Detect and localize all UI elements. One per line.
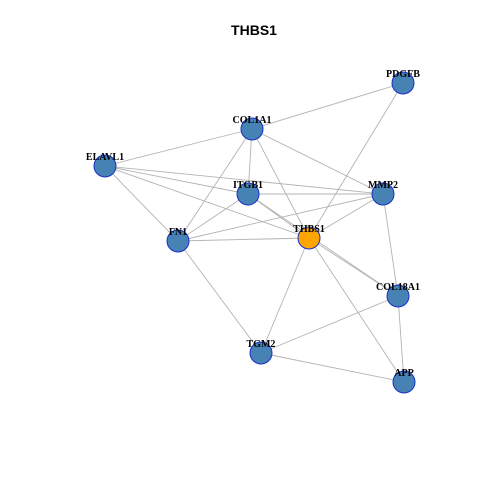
node-fn1 — [166, 229, 190, 253]
edge-elavl1-thbs1 — [104, 165, 310, 239]
edge-fn1-thbs1 — [177, 237, 310, 242]
edge-tgm2-app — [260, 352, 405, 383]
edge-elavl1-fn1 — [104, 165, 179, 242]
edge-fn1-mmp2 — [177, 193, 384, 242]
nodes-layer — [93, 71, 416, 394]
diagram-title: THBS1 — [231, 22, 277, 38]
node-col1a1 — [240, 117, 264, 141]
node-label-itgb1: ITGB1 — [233, 180, 263, 191]
node-label-pdgfb: PDGFB — [386, 69, 420, 80]
node-label-elavl1: ELAVL1 — [86, 152, 124, 163]
edge-mmp2-col18a1 — [382, 193, 399, 297]
edge-col1a1-elavl1 — [104, 128, 253, 167]
node-col18a1 — [386, 284, 410, 308]
edge-col1a1-fn1 — [177, 128, 253, 242]
edge-mmp2-thbs1 — [308, 193, 384, 239]
node-label-mmp2: MMP2 — [368, 180, 398, 191]
edge-col18a1-tgm2 — [260, 295, 399, 354]
node-label-fn1: FN1 — [169, 227, 187, 238]
edge-pdgfb-col1a1 — [251, 82, 404, 130]
node-thbs1 — [297, 226, 321, 250]
node-label-app: APP — [394, 368, 413, 379]
node-elavl1 — [93, 154, 117, 178]
node-label-col18a1: COL18A1 — [376, 282, 420, 293]
node-itgb1 — [236, 182, 260, 206]
node-mmp2 — [371, 182, 395, 206]
node-label-tgm2: TGM2 — [247, 339, 276, 350]
node-label-col1a1: COL1A1 — [233, 115, 272, 126]
edges-layer — [104, 82, 405, 383]
edge-col18a1-app — [397, 295, 405, 383]
edge-thbs1-tgm2 — [260, 237, 310, 354]
edge-itgb1-col18a1 — [247, 193, 399, 297]
edge-fn1-tgm2 — [177, 240, 262, 354]
node-label-thbs1: THBS1 — [293, 224, 325, 235]
node-app — [392, 370, 416, 394]
edge-elavl1-mmp2 — [104, 165, 384, 195]
edge-thbs1-app — [308, 237, 405, 383]
edge-itgb1-fn1 — [177, 193, 249, 242]
edge-pdgfb-thbs1 — [308, 82, 404, 239]
node-pdgfb — [391, 71, 415, 95]
node-tgm2 — [249, 341, 273, 365]
edge-col1a1-mmp2 — [251, 128, 384, 195]
edge-elavl1-itgb1 — [104, 165, 249, 195]
